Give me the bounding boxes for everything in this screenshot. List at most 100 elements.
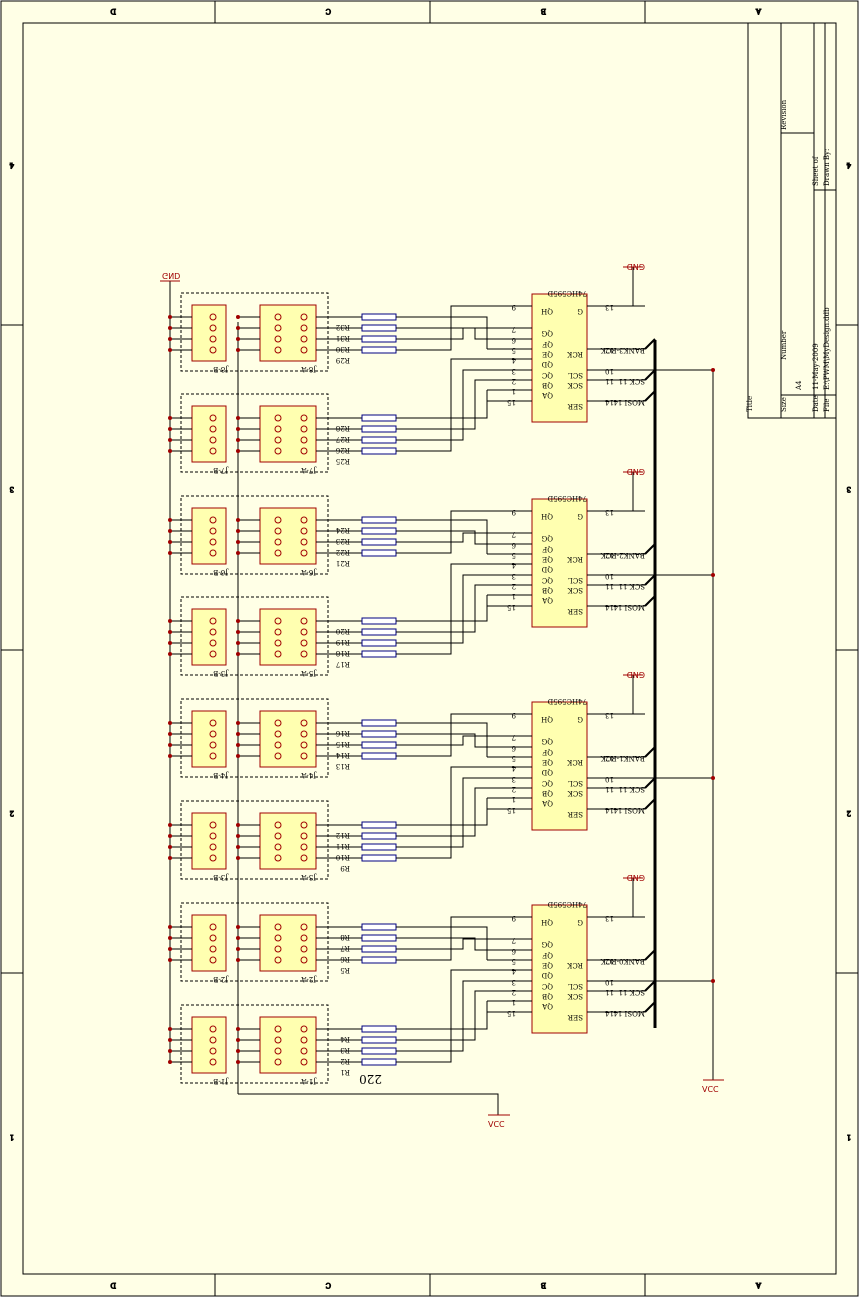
connector-a [259, 1016, 317, 1074]
chip-pin-name: QF [542, 340, 553, 348]
number-label: Number [780, 330, 788, 360]
chip-pin-name: SER [567, 810, 583, 818]
resistor [361, 346, 397, 354]
chip-pin-name: SCL [568, 371, 583, 379]
chip-pin-name: G [577, 715, 583, 723]
chip-pin-number: 11 [605, 988, 614, 996]
chip-pin-name: QB [542, 789, 553, 797]
vcc-label-right: VCC [702, 1085, 719, 1094]
chip-pin-number: 9 [512, 914, 516, 922]
chip-0: 74HC595DQHQGQFQEQDQCQBQA9765432115GRCKSC… [487, 873, 715, 1034]
resistor-label: R9 [340, 864, 350, 872]
connector-a-label: J6-A [300, 568, 317, 576]
connector-b [191, 812, 227, 870]
chip-pin-number: 3 [512, 367, 516, 375]
chip-pin-number: 6 [511, 947, 516, 955]
date-label: Date [812, 395, 820, 412]
resistor [361, 313, 397, 321]
row-marker-right: 4 [846, 161, 851, 169]
chip-pin-name: SCK [567, 586, 583, 594]
resistor-label: R5 [340, 966, 350, 974]
resistor-label: R27 [336, 435, 350, 443]
chip-pin-name: SER [567, 402, 583, 410]
mosi-net-label: MOSI 14 [613, 1009, 645, 1017]
row-marker-left: 2 [10, 809, 14, 817]
chip-pin-number: 1 [512, 998, 516, 1006]
chip-pin-number: 1 [512, 795, 516, 803]
chip-pin-number: 10 [605, 978, 614, 986]
resistor-label: R14 [335, 751, 350, 759]
chip-pin-name: QA [541, 1002, 553, 1010]
connector-a-label: J5-A [300, 669, 317, 677]
resistor-label: R32 [336, 323, 350, 331]
chip-pin-name: SCL [568, 779, 583, 787]
resistor-label: R21 [336, 559, 350, 567]
resistor-label: R3 [340, 1046, 350, 1054]
chip-pin-name: QH [541, 715, 553, 723]
resistor [361, 425, 397, 433]
resistor-label: R28 [336, 424, 350, 432]
chip-pin-number: 6 [511, 744, 516, 752]
connector-a [259, 405, 317, 463]
drawn-by-label: Drawn By: [823, 149, 831, 186]
connector-b [191, 914, 227, 972]
chip-pin-number: 5 [512, 754, 516, 762]
chip-pin-name: QA [541, 799, 553, 807]
resistor [361, 1058, 397, 1066]
chip-pin-number: 6 [511, 336, 516, 344]
chip-pin-name: QD [541, 565, 553, 573]
connector-b-label: J6-B [213, 568, 229, 576]
chip-pin-number: 13 [605, 711, 614, 719]
resistor [361, 956, 397, 964]
resistor-label: R26 [335, 446, 350, 454]
rck-net-label: BANK0-RCK [600, 957, 645, 965]
chip-pin-name: SCL [568, 576, 583, 584]
chip-pin-number: 9 [512, 508, 516, 516]
resistor [361, 1047, 397, 1055]
column-marker-bottom: A [755, 1281, 762, 1289]
shift-register-chips: 74HC595DQHQGQFQEQDQCQBQA9765432115GRCKSC… [487, 262, 715, 1034]
chip-pin-number: 2 [512, 988, 516, 996]
chip-pin-number: 11 [605, 785, 614, 793]
resistor [361, 335, 397, 343]
resistor-label: R11 [336, 842, 350, 850]
chip-pin-number: 4 [511, 764, 516, 772]
chip-pin-number: 12 [605, 957, 614, 965]
resistor [361, 549, 397, 557]
sck-net-label: SCK 11 [618, 377, 645, 385]
chip-pin-name: QD [541, 768, 553, 776]
resistor [361, 945, 397, 953]
resistor [361, 324, 397, 332]
chip-pin-number: 15 [507, 398, 516, 406]
connector-b-label: J2-B [213, 975, 229, 983]
chip-pin-name: QC [542, 779, 553, 787]
file-value: E:\PWM\MyDesign.ddb [823, 307, 831, 390]
chip-pin-name: QC [542, 982, 553, 990]
resistor [361, 752, 397, 760]
chip-body [531, 904, 588, 1034]
row-marker-left: 4 [9, 161, 14, 169]
chip-pin-number: 4 [511, 356, 516, 364]
mosi-net-label: MOSI 14 [613, 806, 645, 814]
chip-pin-number: 15 [507, 806, 516, 814]
connector-a-label: J7-A [300, 466, 317, 474]
resistor [361, 617, 397, 625]
connector-a-label: J4-A [300, 771, 317, 779]
chip-pin-name: QG [541, 737, 553, 745]
resistor-label: R25 [336, 457, 350, 465]
chip-pin-number: 14 [605, 806, 614, 814]
resistor-label: R13 [336, 762, 350, 770]
chip-pin-name: QA [541, 596, 553, 604]
chip-pin-name: QD [541, 360, 553, 368]
resistor [361, 821, 397, 829]
chip-pin-name: SCK [567, 381, 583, 389]
gnd-label-top: GND [162, 271, 180, 280]
chip-pin-number: 10 [605, 367, 614, 375]
